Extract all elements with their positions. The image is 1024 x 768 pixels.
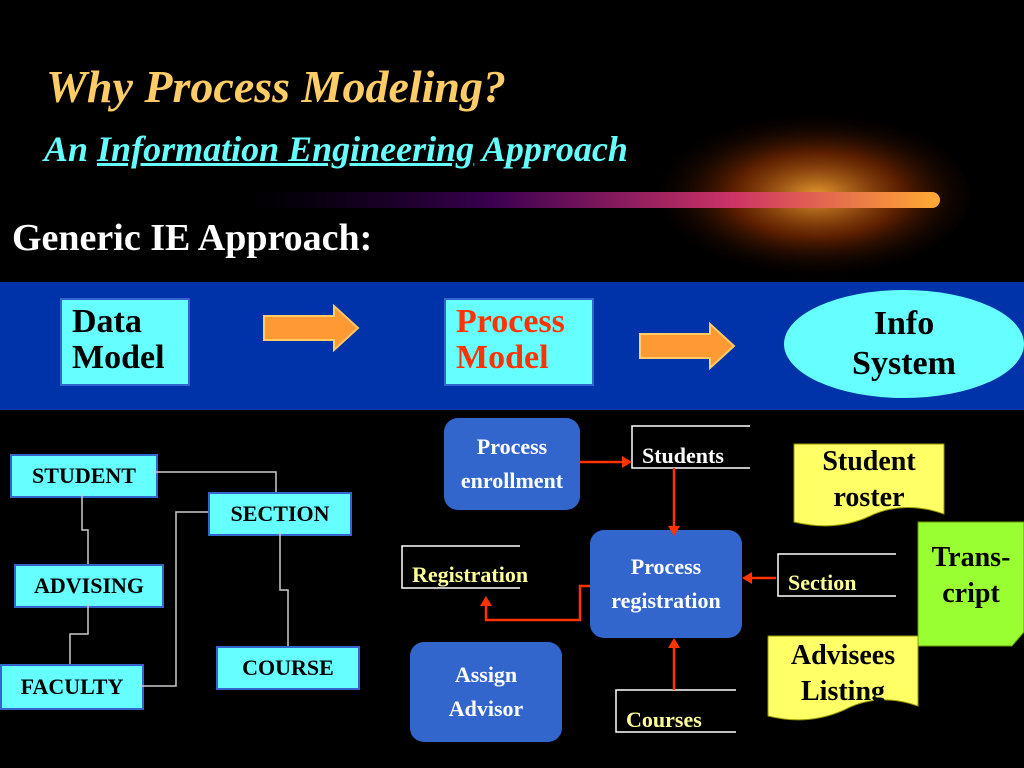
arrowhead-registration-top (668, 526, 680, 536)
subtitle-prefix: An (44, 129, 89, 169)
arrowhead-section (742, 572, 752, 584)
process-registration-line1: Process (630, 554, 702, 579)
doc-student-roster-line1: Student (822, 446, 916, 477)
arrowhead-students (622, 456, 632, 468)
section-heading: Generic IE Approach: (12, 217, 373, 259)
store-courses: Courses (626, 707, 702, 732)
entity-course: COURSE (216, 646, 360, 690)
flow-lines (484, 460, 776, 690)
process-enrollment: Process enrollment (444, 418, 580, 510)
erd-line-faculty-section (140, 511, 208, 687)
process-model-box: Process Model (444, 298, 594, 386)
doc-student-roster: Student roster (794, 444, 944, 516)
process-model-line2: Model (456, 339, 549, 376)
arrowhead-registration-store (480, 596, 492, 606)
store-outlines (401, 425, 896, 733)
doc-student-roster-shape (793, 443, 945, 527)
data-model-box: Data Model (60, 298, 190, 386)
flow-registration-store (484, 584, 590, 622)
store-students-outline (631, 425, 750, 469)
arrow-right-1 (263, 303, 360, 353)
process-assign-advisor: Assign Advisor (410, 642, 562, 742)
store-registration: Registration (412, 562, 529, 587)
erd-lines (69, 471, 289, 687)
erd-line-student-advising (81, 494, 89, 564)
doc-transcript: Trans- cript (918, 540, 1024, 612)
process-registration: Process registration (590, 530, 742, 638)
doc-transcript-line2: cript (942, 578, 1000, 609)
doc-advisees-shape (767, 635, 919, 721)
store-courses-outline (615, 689, 736, 733)
process-assign-advisor-line1: Assign (454, 662, 518, 687)
store-section: Section (788, 570, 857, 595)
store-section-outline (777, 553, 896, 597)
erd-line-student-section (154, 471, 277, 492)
doc-advisees-line2: Listing (800, 676, 886, 707)
entity-advising: ADVISING (14, 564, 164, 608)
store-registration-outline (401, 545, 520, 589)
info-system-line1: Info (873, 305, 935, 342)
page-title: Why Process Modeling? (46, 61, 506, 112)
process-registration-line2: registration (611, 588, 721, 613)
flow-arrowheads (480, 456, 752, 648)
erd-line-advising-faculty (69, 604, 89, 664)
comet-streak (250, 192, 940, 208)
subtitle-underlined: Information Engineering (97, 129, 475, 169)
process-assign-advisor-line2: Advisor (448, 696, 524, 721)
arrow-right-2 (639, 321, 736, 371)
entity-student: STUDENT (10, 454, 158, 498)
info-system-line2: System (852, 345, 956, 382)
page-subtitle: An Information Engineering Approach (44, 128, 628, 170)
info-system-ellipse: Info System (784, 290, 1024, 398)
arrowhead-courses (668, 638, 680, 648)
doc-transcript-line1: Trans- (931, 542, 1011, 573)
doc-student-roster-line2: roster (833, 482, 905, 513)
entity-faculty: FACULTY (0, 664, 144, 710)
data-model-line2: Model (72, 339, 165, 376)
doc-advisees-listing: Advisees Listing (768, 638, 918, 710)
erd-line-section-course (279, 532, 289, 646)
doc-advisees-line1: Advisees (790, 640, 896, 671)
data-model-line1: Data (72, 303, 142, 340)
process-enrollment-line2: enrollment (460, 468, 564, 493)
store-students: Students (642, 443, 724, 468)
entity-section: SECTION (208, 492, 352, 536)
subtitle-suffix: Approach (481, 129, 628, 169)
doc-transcript-shape (917, 521, 1024, 647)
process-model-line1: Process (456, 303, 565, 340)
process-enrollment-line1: Process (476, 434, 548, 459)
